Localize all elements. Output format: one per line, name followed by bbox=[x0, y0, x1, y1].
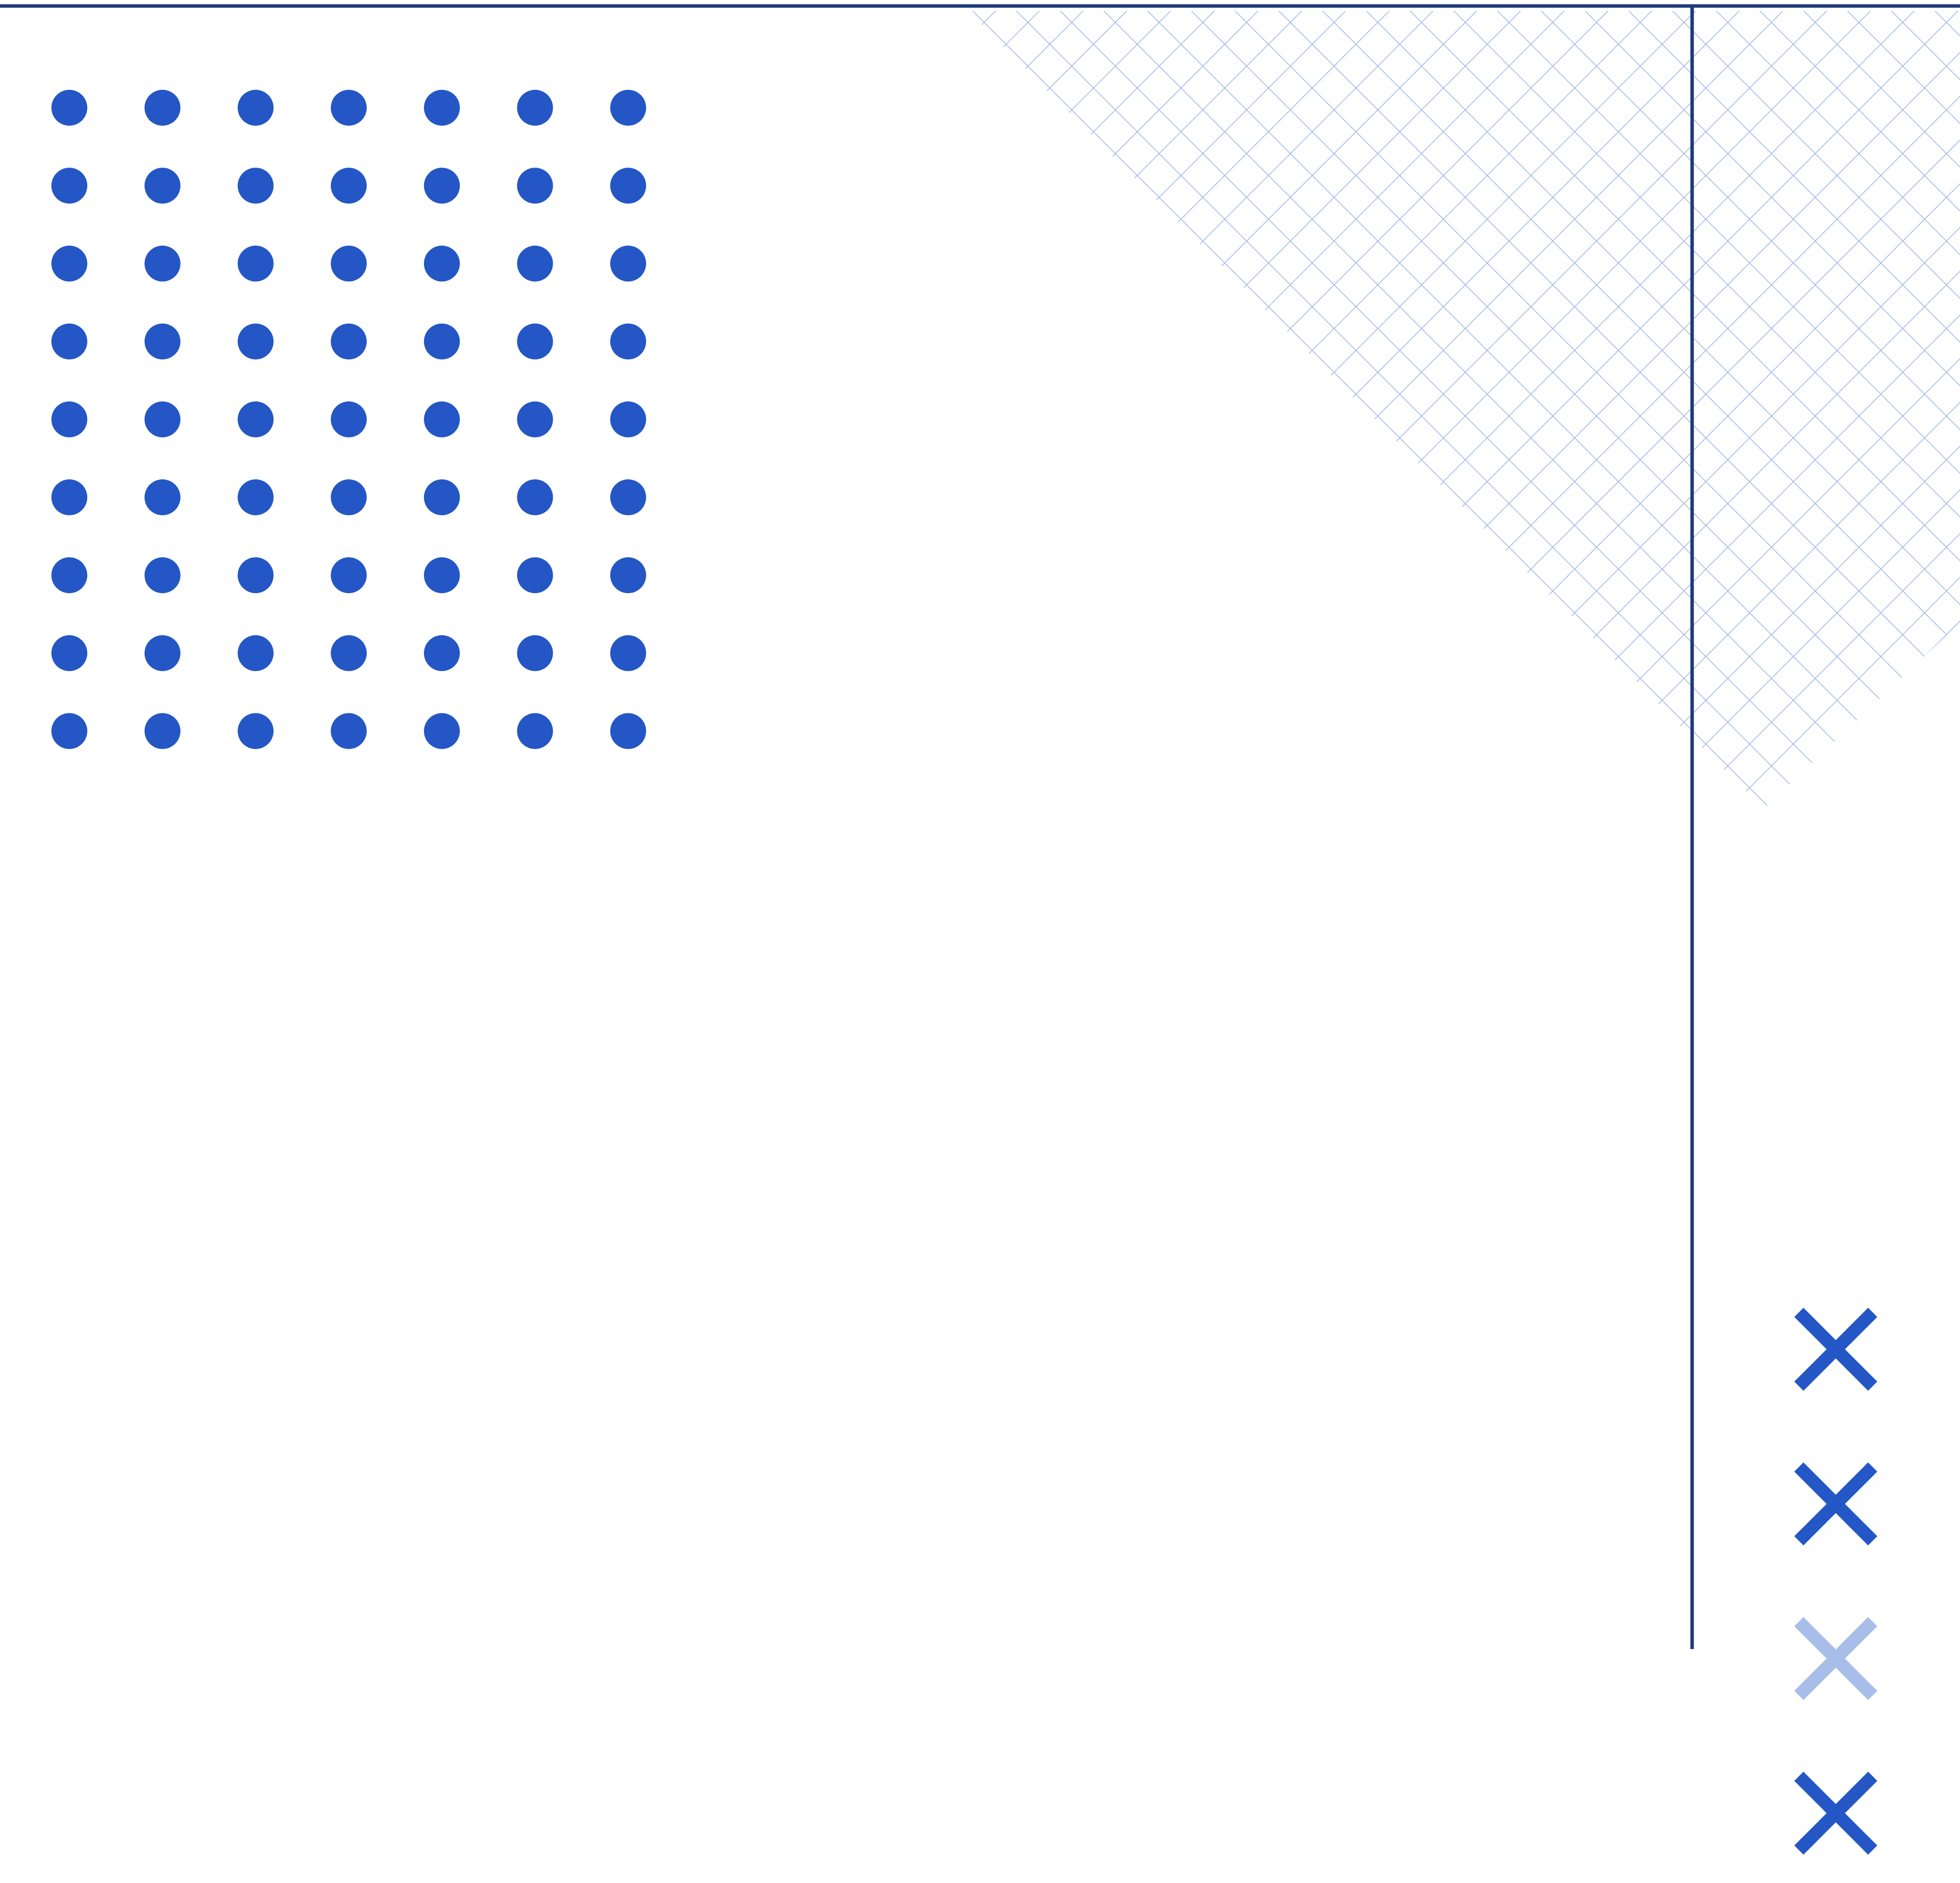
dot bbox=[237, 635, 274, 671]
dot bbox=[331, 245, 367, 282]
dot bbox=[51, 557, 87, 594]
dot bbox=[424, 90, 460, 126]
dot bbox=[237, 479, 274, 515]
dot bbox=[424, 401, 460, 437]
dot bbox=[517, 323, 553, 360]
dot bbox=[517, 635, 553, 671]
dot bbox=[331, 557, 367, 594]
dot bbox=[424, 713, 460, 749]
dot bbox=[51, 635, 87, 671]
dot bbox=[424, 635, 460, 671]
close-icon bbox=[1794, 1617, 1878, 1700]
dot bbox=[144, 713, 181, 749]
dot bbox=[331, 168, 367, 204]
dot bbox=[51, 401, 87, 437]
dot bbox=[517, 479, 553, 515]
dot bbox=[144, 557, 181, 594]
dot bbox=[331, 635, 367, 671]
close-icon bbox=[1794, 1462, 1878, 1546]
dot bbox=[610, 713, 647, 749]
dot bbox=[237, 713, 274, 749]
dot bbox=[424, 245, 460, 282]
dot bbox=[144, 90, 181, 126]
dot bbox=[331, 713, 367, 749]
dot bbox=[424, 168, 460, 204]
dot bbox=[237, 90, 274, 126]
dot bbox=[517, 713, 553, 749]
dot bbox=[237, 401, 274, 437]
dot bbox=[51, 479, 87, 515]
dot bbox=[331, 401, 367, 437]
dot bbox=[51, 90, 87, 126]
dot bbox=[610, 168, 647, 204]
dot bbox=[144, 168, 181, 204]
dot bbox=[610, 401, 647, 437]
dot bbox=[331, 323, 367, 360]
dot bbox=[517, 168, 553, 204]
dot bbox=[424, 323, 460, 360]
dot bbox=[144, 401, 181, 437]
dot bbox=[610, 557, 647, 594]
dot bbox=[237, 323, 274, 360]
dot bbox=[144, 245, 181, 282]
dot-grid bbox=[51, 90, 647, 749]
dot bbox=[517, 557, 553, 594]
dot bbox=[610, 635, 647, 671]
close-icon bbox=[1794, 1771, 1878, 1855]
dot bbox=[144, 635, 181, 671]
dot bbox=[144, 479, 181, 515]
cross-icon-column bbox=[1794, 1307, 1878, 1855]
dot bbox=[51, 713, 87, 749]
crosshatch-triangle bbox=[968, 11, 1960, 809]
frame-lines bbox=[0, 4, 1960, 1649]
dot bbox=[237, 168, 274, 204]
dot bbox=[610, 90, 647, 126]
dot bbox=[424, 557, 460, 594]
dot bbox=[517, 245, 553, 282]
dot bbox=[610, 323, 647, 360]
dot bbox=[237, 557, 274, 594]
dot bbox=[424, 479, 460, 515]
dot bbox=[610, 245, 647, 282]
dot bbox=[331, 90, 367, 126]
dot bbox=[237, 245, 274, 282]
dot bbox=[51, 245, 87, 282]
dot bbox=[331, 479, 367, 515]
crosshatch-region bbox=[968, 11, 1960, 809]
dot bbox=[51, 168, 87, 204]
dot bbox=[610, 479, 647, 515]
dot bbox=[51, 323, 87, 360]
dot bbox=[144, 323, 181, 360]
dot bbox=[517, 401, 553, 437]
dot bbox=[517, 90, 553, 126]
close-icon bbox=[1794, 1307, 1878, 1391]
